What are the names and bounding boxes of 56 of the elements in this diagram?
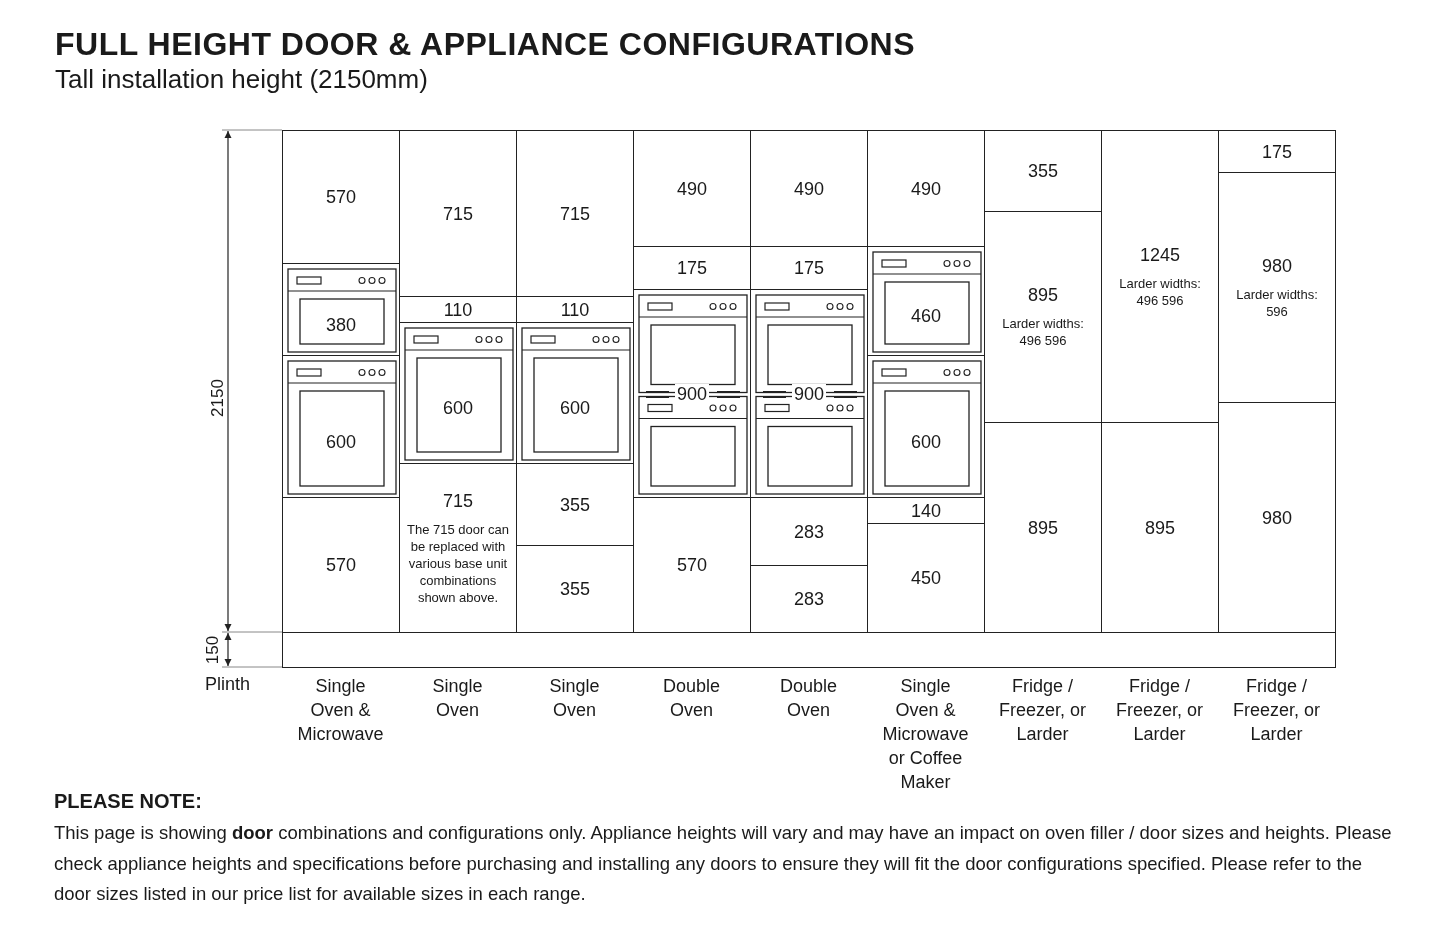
dimension-value: 110 bbox=[443, 299, 473, 320]
column-label: Single Oven & Microwave or Coffee Maker bbox=[881, 675, 970, 794]
note-heading: PLEASE NOTE: bbox=[54, 790, 202, 813]
dimension-value: 355 bbox=[1027, 161, 1058, 181]
dimension-value: 490 bbox=[676, 178, 707, 199]
dimension-value: 175 bbox=[676, 258, 707, 278]
dimension-value: 895 bbox=[1144, 517, 1175, 538]
dimension-value: 570 bbox=[676, 555, 707, 575]
dimension-value: 175 bbox=[1261, 141, 1292, 162]
subtitle: Tall installation height (2150mm) bbox=[55, 64, 428, 95]
column-label: Double Oven bbox=[778, 675, 838, 722]
dimension-value: 895 bbox=[1027, 285, 1058, 305]
plinth-label: Plinth bbox=[205, 674, 251, 695]
column-label: Single Oven & Microwave bbox=[296, 675, 385, 746]
dimension-value: 570 bbox=[325, 187, 356, 207]
page-title: FULL HEIGHT DOOR & APPLIANCE CONFIGURATIONS bbox=[55, 26, 915, 63]
dimension-value: 980 bbox=[1261, 507, 1292, 528]
dimension-text: 150 bbox=[203, 635, 223, 665]
dimension-value: 380 bbox=[325, 314, 356, 335]
dimension-value: 283 bbox=[793, 521, 824, 542]
column-label: Fridge / Freezer, or Larder bbox=[1232, 675, 1321, 746]
dimension-value: 1245 bbox=[1139, 244, 1180, 265]
dimension-value: 570 bbox=[325, 555, 356, 575]
dimension-value: 715 bbox=[442, 490, 473, 511]
column-label: Single Oven bbox=[431, 675, 484, 722]
dimension-value: 283 bbox=[793, 589, 824, 609]
dimension-value: 600 bbox=[910, 431, 941, 452]
dimension-value: 490 bbox=[910, 178, 941, 199]
dimension-value: 600 bbox=[442, 398, 473, 418]
note-text: The 715 door can be replaced with various base unit combinations shown above. bbox=[407, 520, 509, 606]
dimension-value: 715 bbox=[559, 203, 590, 224]
dimension-value: 175 bbox=[793, 258, 824, 278]
column-label: Fridge / Freezer, or Larder bbox=[1115, 675, 1204, 746]
column-label: Single Oven bbox=[548, 675, 601, 722]
note-paragraph: This page is showing door combinations and configurations only. Appliance heights will vary and may have an impact on oven filler / door sizes and heights. Please check appliance heights and specifications before purchasing and installing any doors to ensure they will fit the door configurations specified. Please refer to the door sizes listed in our price list for available sizes in each range. bbox=[54, 821, 1393, 906]
note-text: Larder widths: 596 bbox=[1235, 285, 1319, 320]
door-panel bbox=[282, 130, 400, 264]
dimension-value: 460 bbox=[910, 306, 941, 326]
dimension-value: 110 bbox=[560, 299, 590, 320]
dimension-value: 980 bbox=[1261, 255, 1292, 276]
column-label: Double Oven bbox=[661, 675, 721, 722]
dimension-value: 600 bbox=[325, 431, 356, 452]
dimension-value: 355 bbox=[559, 494, 590, 515]
note-text: Larder widths: 496 596 bbox=[1001, 315, 1085, 349]
dimension-value: 490 bbox=[793, 178, 824, 199]
dimension-value: 450 bbox=[910, 568, 941, 588]
dimension-value: 715 bbox=[442, 203, 473, 224]
dimension-value: 895 bbox=[1027, 517, 1058, 538]
column-label: Fridge / Freezer, or Larder bbox=[998, 675, 1087, 746]
plinth-bar bbox=[282, 632, 1336, 668]
door-panel bbox=[1218, 130, 1336, 173]
dimension-value: 355 bbox=[559, 579, 590, 599]
dimension-text: 2150 bbox=[208, 379, 228, 417]
dimension-value: 140 bbox=[910, 500, 941, 521]
dimension-value: 600 bbox=[559, 398, 590, 418]
note-text: Larder widths: 496 596 bbox=[1118, 274, 1202, 309]
